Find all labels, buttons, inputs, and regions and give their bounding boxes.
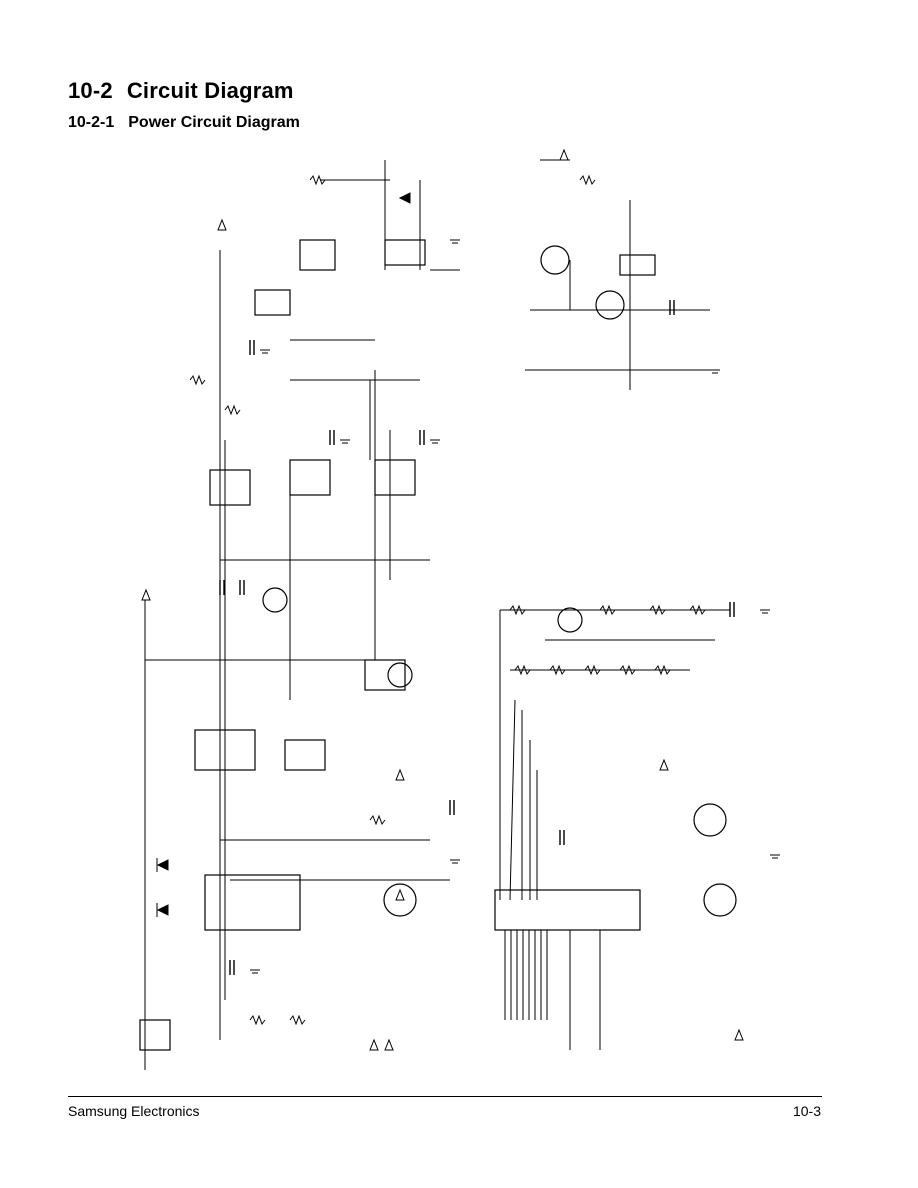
section-title-text: Circuit Diagram [126,78,294,103]
section-title: 10-2 Circuit Diagram [68,78,294,104]
subsection-title: 10-2-1 Power Circuit Diagram [68,114,300,132]
power-circuit-schematic [139,148,780,1070]
footer-page-number: 10-3 [792,1103,821,1119]
subsection-title-text: Power Circuit Diagram [128,114,300,131]
footer-company: Samsung Electronics [68,1103,200,1119]
subsection-number: 10-2-1 [68,114,115,131]
footer-rule [68,1096,822,1097]
section-number: 10-2 [68,78,113,103]
